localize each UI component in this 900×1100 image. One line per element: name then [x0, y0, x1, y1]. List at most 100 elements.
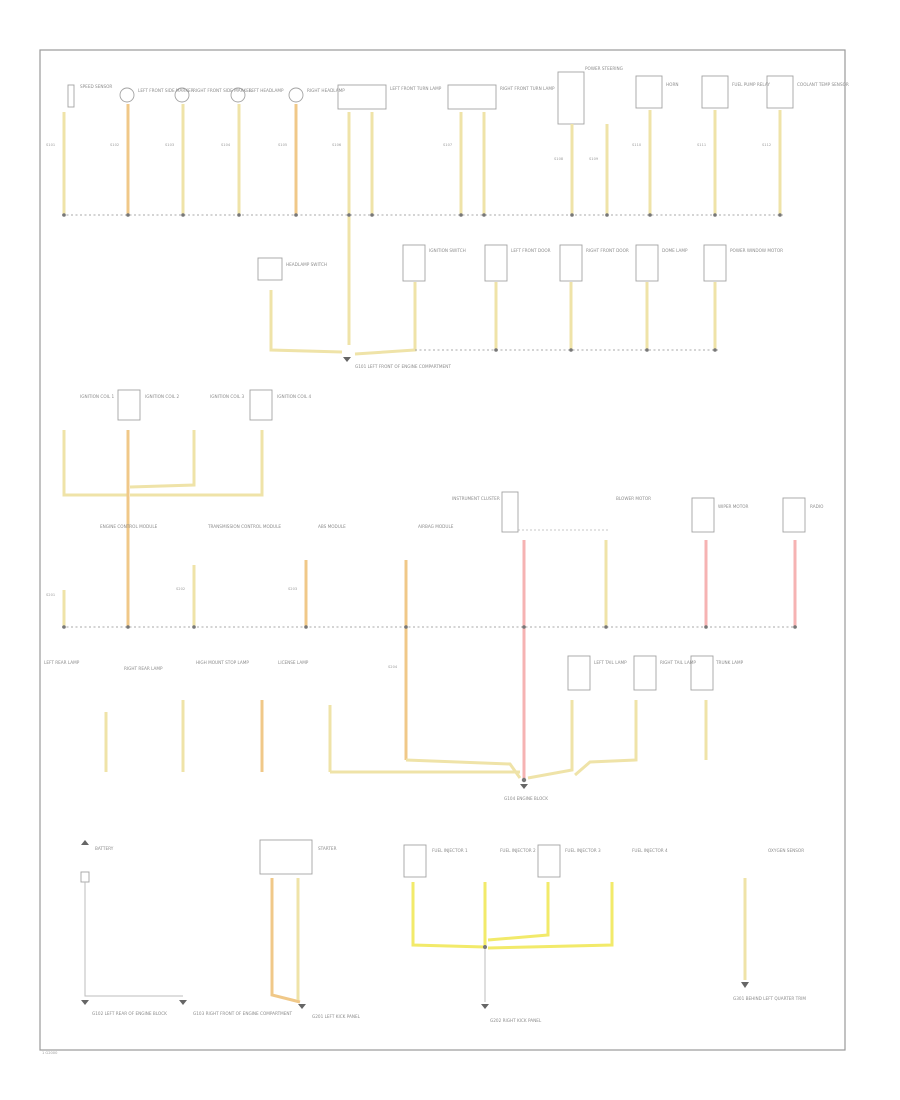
component-box: [484, 244, 508, 282]
ground-symbol: [343, 357, 351, 362]
component-label: AIRBAG MODULE: [418, 524, 454, 529]
bus-node: [645, 348, 649, 352]
ground-label: G201 LEFT KICK PANEL: [312, 1014, 361, 1019]
component-box: [567, 655, 591, 691]
component-box: [633, 655, 657, 691]
component-box: [635, 75, 663, 109]
component-label: RADIO: [810, 504, 824, 509]
row6-group: BATTERY G102 LEFT REAR OF ENGINE BLOCK G…: [80, 839, 806, 1023]
component-label: POWER WINDOW MOTOR: [730, 248, 783, 253]
component-label: POWER STEERING: [585, 66, 623, 71]
component-label: DOME LAMP: [662, 248, 688, 253]
splice-label: S203: [288, 587, 297, 591]
ground-symbol: [481, 1004, 489, 1009]
bus-nodes: [62, 213, 782, 217]
splice-label: S105: [278, 143, 287, 147]
component-label: INSTRUMENT CLUSTER: [452, 496, 500, 501]
bus-node: [494, 348, 498, 352]
component-label: FUEL INJECTOR 3: [565, 848, 601, 853]
bus-nodes: [62, 625, 797, 629]
component-box: [559, 244, 583, 282]
component-box: [402, 244, 426, 282]
splice-label: S112: [762, 143, 771, 147]
component-label: LEFT HEADLAMP: [249, 88, 284, 93]
ground-label: G102 LEFT REAR OF ENGINE BLOCK: [92, 1011, 167, 1016]
ground-symbol: [520, 784, 528, 789]
wire-yellow: [62, 430, 127, 497]
component-box: [782, 497, 806, 533]
bus-node: [569, 348, 573, 352]
component-label: LEFT REAR LAMP: [44, 660, 80, 665]
bus-node: [483, 945, 487, 949]
ground-label: G301 BEHIND LEFT QUARTER TRIM: [733, 996, 806, 1001]
component-label: LEFT FRONT TURN LAMP: [390, 86, 442, 91]
component-label: FUEL INJECTOR 2: [500, 848, 536, 853]
row5-group: G104 ENGINE BLOCK LEFT REAR LAMP RIGHT R…: [44, 655, 744, 801]
ground-label: G101 LEFT FRONT OF ENGINE COMPARTMENT: [355, 364, 451, 369]
wire-black: [84, 882, 183, 997]
component-label: IGNITION COIL 1: [80, 394, 115, 399]
wire-yellow: [405, 758, 522, 779]
component-label: HIGH MOUNT STOP LAMP: [196, 660, 249, 665]
wire-yellow: [130, 430, 264, 497]
component-label: RIGHT FRONT TURN LAMP: [500, 86, 555, 91]
component-box: [766, 75, 794, 109]
component-label: TRUNK LAMP: [715, 660, 744, 665]
component-box: [635, 244, 659, 282]
component-box: [537, 844, 561, 878]
component-label: COOLANT TEMP SENSOR: [797, 82, 849, 87]
component-label: ABS MODULE: [318, 524, 346, 529]
component-label: ENGINE CONTROL MODULE: [100, 524, 158, 529]
wire-yellow: [354, 282, 417, 356]
splice-label: S201: [46, 593, 55, 597]
component-box: [249, 389, 273, 421]
lamp-symbol: [288, 87, 304, 103]
bus-node: [713, 348, 717, 352]
component-box: [447, 84, 497, 110]
component-label: FUEL INJECTOR 4: [632, 848, 668, 853]
component-label: HEADLAMP SWITCH: [286, 262, 327, 267]
component-box: [257, 257, 283, 281]
component-box: [67, 84, 75, 108]
component-label: SPEED SENSOR: [80, 84, 112, 89]
component-box: [501, 491, 519, 533]
component-label: RIGHT HEADLAMP: [307, 88, 345, 93]
component-box: [557, 71, 585, 125]
ground-symbol: [741, 982, 749, 988]
splice-label: S107: [443, 143, 452, 147]
component-label: STARTER: [318, 846, 337, 851]
row1-group: SPEED SENSOR LEFT FRONT SIDE MARKER RIGH…: [46, 66, 849, 345]
splice-label: S204: [388, 665, 398, 669]
component-box: [691, 497, 715, 533]
component-label: IGNITION COIL 3: [210, 394, 245, 399]
lamp-symbol: [230, 87, 246, 103]
component-label: LEFT FRONT DOOR: [511, 248, 551, 253]
component-label: IGNITION COIL 2: [145, 394, 180, 399]
splice-label: S102: [110, 143, 119, 147]
splice-label: S104: [221, 143, 231, 147]
ground-label: G202 RIGHT KICK PANEL: [490, 1018, 542, 1023]
component-label: WIPER MOTOR: [718, 504, 749, 509]
lamp-symbol: [119, 87, 135, 103]
diagram-frame: [39, 49, 846, 1051]
wire-yellow: [527, 700, 574, 780]
component-label: IGNITION COIL 4: [277, 394, 312, 399]
component-box: [117, 389, 141, 421]
splice-label: S101: [46, 143, 55, 147]
component-label: LEFT FRONT SIDE MARKER: [138, 88, 194, 93]
battery-symbol: [81, 840, 89, 845]
component-box: [403, 844, 427, 878]
ground-label: G104 ENGINE BLOCK: [504, 796, 548, 801]
wire-bright-yellow: [411, 882, 486, 949]
component-label: RIGHT TAIL LAMP: [660, 660, 696, 665]
component-label: LICENSE LAMP: [278, 660, 309, 665]
component-label: RIGHT FRONT SIDE MARKER: [193, 88, 252, 93]
splice-label: S109: [589, 157, 599, 161]
lamp-symbol: [174, 87, 190, 103]
ground-symbol: [81, 1000, 89, 1005]
component-box: [259, 839, 313, 875]
component-label: IGNITION SWITCH: [429, 248, 466, 253]
wire-orange: [270, 878, 301, 1004]
component-label: OXYGEN SENSOR: [768, 848, 804, 853]
